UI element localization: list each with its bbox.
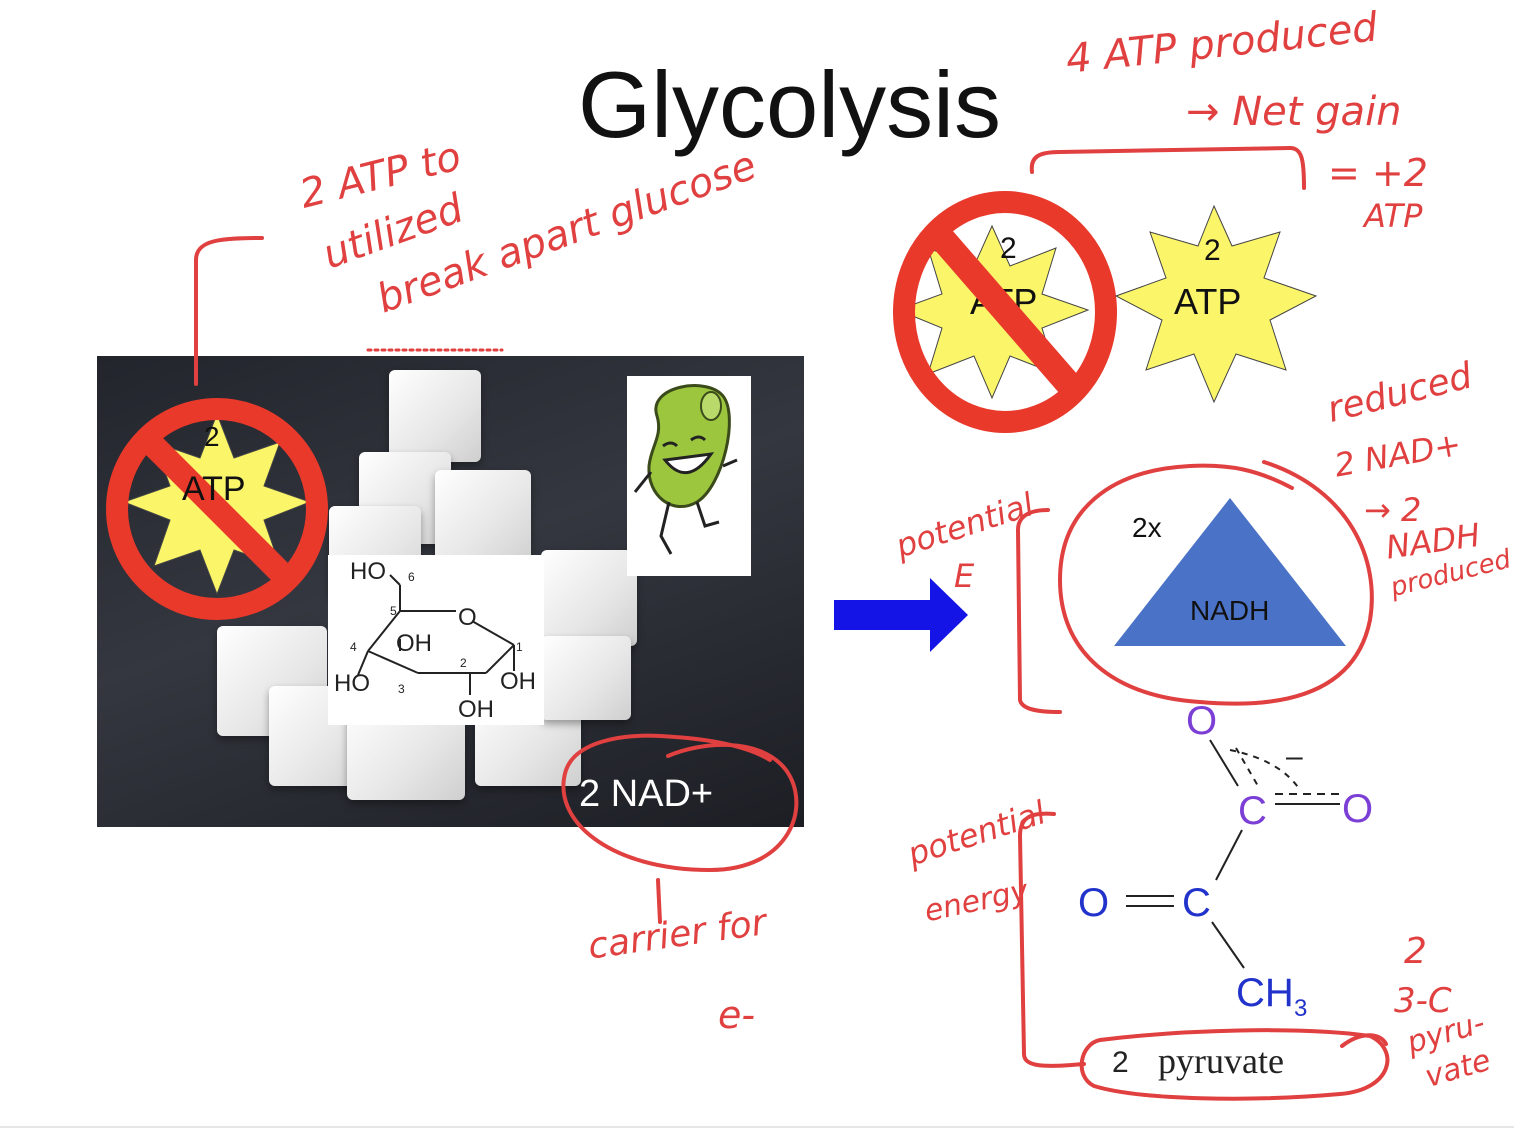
- pyruvate-c-upper: C: [1238, 789, 1267, 833]
- glucose-c4-ho-label: HO: [334, 670, 370, 697]
- glucose-c3-label: 3: [398, 682, 405, 696]
- atp-used-no-sign: 2 ATP: [106, 398, 328, 620]
- sugar-cube: [541, 550, 637, 646]
- pyruvate-count: 2: [1112, 1046, 1129, 1079]
- slide-title: Glycolysis: [578, 52, 1002, 157]
- pyruvate-o-top: O: [1186, 700, 1217, 743]
- pyruvate-o-left: O: [1078, 881, 1109, 925]
- sugar-cube: [389, 370, 481, 462]
- nadh-label: NADH: [1190, 595, 1269, 626]
- pyruvate-minus: –: [1286, 740, 1303, 773]
- annotation-atp-produced-line4: ATP: [1364, 197, 1423, 235]
- no-symbol-slash: [930, 227, 1082, 397]
- glucose-c2-oh-label: OH: [458, 696, 494, 723]
- pyruvate-structure: O C – O O C CH 3: [1078, 700, 1373, 1022]
- glucose-c4-label: 4: [350, 640, 357, 654]
- atp-produced-2-label: ATP: [1174, 281, 1241, 322]
- annotation-pyruvate-note-line1: 2: [1404, 931, 1427, 972]
- atp-produced-2-count: 2: [1204, 234, 1221, 267]
- glucose-c1-label: 1: [516, 640, 523, 654]
- glucose-ho-label: HO: [350, 558, 386, 585]
- footer-divider: [0, 1126, 1514, 1128]
- glucose-structure: HO 6 5 O 4 OH 1 2 HO 3 OH OH: [328, 555, 544, 725]
- glucose-c1-oh-label: OH: [500, 668, 536, 695]
- pyruvate-ch3: CH: [1236, 971, 1294, 1015]
- sugar-cube: [541, 636, 631, 720]
- annotation-nadh-line3: → 2: [1364, 491, 1422, 529]
- nadh-triangle: NADH: [1114, 498, 1346, 646]
- glucose-c6-label: 6: [408, 570, 415, 584]
- atp-produced-star-2: 2 ATP: [1114, 204, 1318, 404]
- annotation-potential-e-line2: E: [954, 557, 975, 595]
- annotation-pyruvate-note-line2: 3-C: [1394, 981, 1452, 1021]
- no-symbol-ring: [893, 191, 1117, 433]
- atp-used-label: ATP: [182, 470, 246, 508]
- sugar-cube: [435, 470, 531, 566]
- pyruvate-label: pyruvate: [1158, 1041, 1284, 1081]
- atp-used-count: 2: [204, 421, 220, 452]
- nadh-multiplier: 2x: [1132, 512, 1162, 543]
- glucose-c2-label: 2: [460, 656, 467, 670]
- glucose-c5-label: 5: [390, 604, 397, 618]
- annotation-atp-produced-line3: = +2: [1328, 151, 1428, 195]
- annotation-atp-produced-line2: → Net gain: [1186, 89, 1402, 135]
- no-symbol-slash: [141, 433, 293, 585]
- cartoon-cell-image: [627, 376, 751, 576]
- atp-produced-1-count: 2: [1000, 232, 1017, 265]
- nad-plus-label: 2 NAD+: [579, 773, 714, 815]
- glucose-ring-o-label: O: [458, 604, 477, 631]
- pyruvate-c-lower: C: [1182, 881, 1211, 925]
- glucose-ring-drawing: HO 6 5 O 4 OH 1 2 HO 3 OH OH: [334, 558, 536, 723]
- no-symbol-ring: [106, 398, 328, 620]
- atp-produced-no-sign: 2 ATP: [893, 191, 1117, 433]
- pyruvate-ch3-subscript: 3: [1294, 995, 1307, 1022]
- annotation-carrier-line2: e-: [718, 993, 756, 1037]
- pyruvate-o-right: O: [1342, 787, 1373, 831]
- glucose-c3-oh-label: OH: [396, 630, 432, 657]
- reaction-arrow: [834, 578, 968, 652]
